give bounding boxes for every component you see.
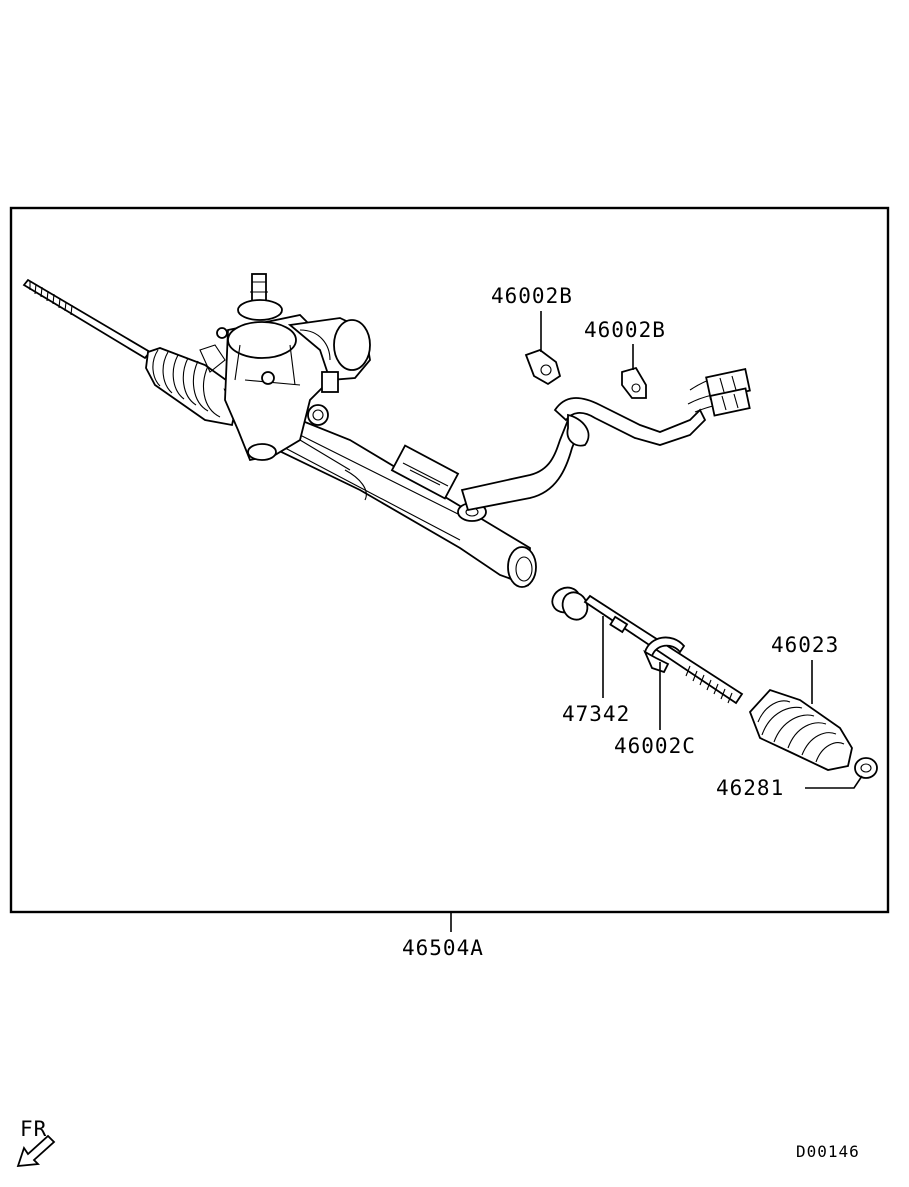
clip-46002b-2 — [621, 366, 647, 399]
rack-housing — [223, 388, 537, 588]
left-rack-rod — [22, 278, 152, 360]
label-bellows-46023: 46023 — [771, 633, 839, 657]
label-clip-46002c: 46002C — [614, 734, 696, 758]
right-bellows-46023[interactable] — [748, 688, 853, 771]
diagram-code: D00146 — [796, 1142, 860, 1161]
wiring-harness — [460, 368, 751, 512]
label-clip-46002b-2: 46002B — [584, 318, 666, 342]
band-46281[interactable] — [854, 757, 878, 779]
left-bellows — [145, 347, 242, 427]
clip-46002b-1 — [524, 348, 562, 386]
label-band-46281: 46281 — [716, 776, 784, 800]
clip-46002c[interactable] — [643, 636, 686, 674]
label-clip-46002b-1: 46002B — [491, 284, 573, 308]
diagram-frame — [9, 206, 890, 914]
inner-tie-rod[interactable] — [548, 583, 744, 705]
label-assembly-46504a: 46504A — [402, 936, 484, 960]
steering-gear-assembly[interactable] — [22, 273, 751, 588]
leader-lines — [450, 311, 863, 932]
gear-box — [199, 273, 371, 462]
label-tie-rod-47342: 47342 — [562, 702, 630, 726]
front-direction-arrow-icon — [16, 1134, 56, 1168]
direction-label: FR — [20, 1117, 47, 1141]
